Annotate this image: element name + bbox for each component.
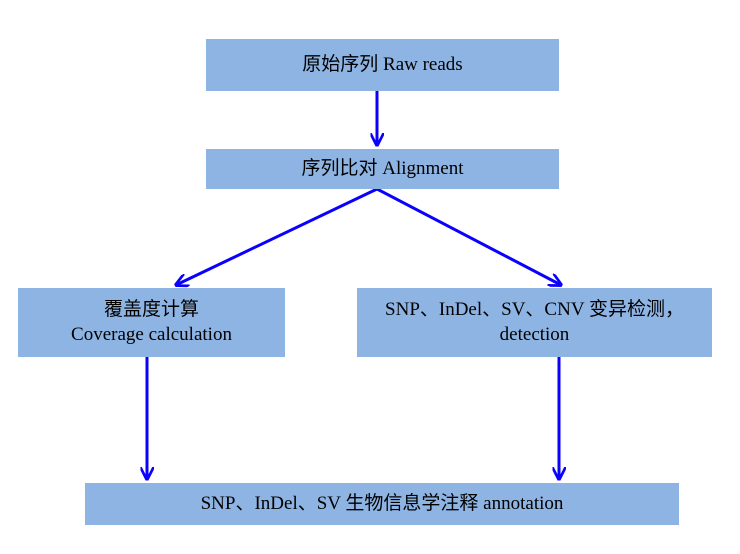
node-coverage-calculation: 覆盖度计算 Coverage calculation: [18, 288, 285, 357]
node-variant-label-line1: SNP、InDel、SV、CNV 变异检测，: [385, 298, 684, 320]
node-variant-detection: SNP、InDel、SV、CNV 变异检测， detection: [357, 288, 712, 357]
node-variant-label-line2: detection: [499, 323, 570, 345]
node-annotation: SNP、InDel、SV 生物信息学注释 annotation: [85, 483, 679, 525]
node-coverage-label-line2: Coverage calculation: [71, 323, 232, 345]
arrow-alignment-to-coverage: [176, 187, 378, 285]
arrow-alignment-to-variant: [376, 187, 561, 285]
node-coverage-label-line1: 覆盖度计算: [103, 298, 199, 320]
node-raw-reads-label: 原始序列 Raw reads: [302, 53, 463, 75]
node-raw-reads: 原始序列 Raw reads: [206, 39, 559, 91]
node-alignment: 序列比对 Alignment: [206, 149, 559, 189]
node-annotation-label: SNP、InDel、SV 生物信息学注释 annotation: [200, 492, 564, 514]
node-alignment-label: 序列比对 Alignment: [301, 157, 464, 179]
